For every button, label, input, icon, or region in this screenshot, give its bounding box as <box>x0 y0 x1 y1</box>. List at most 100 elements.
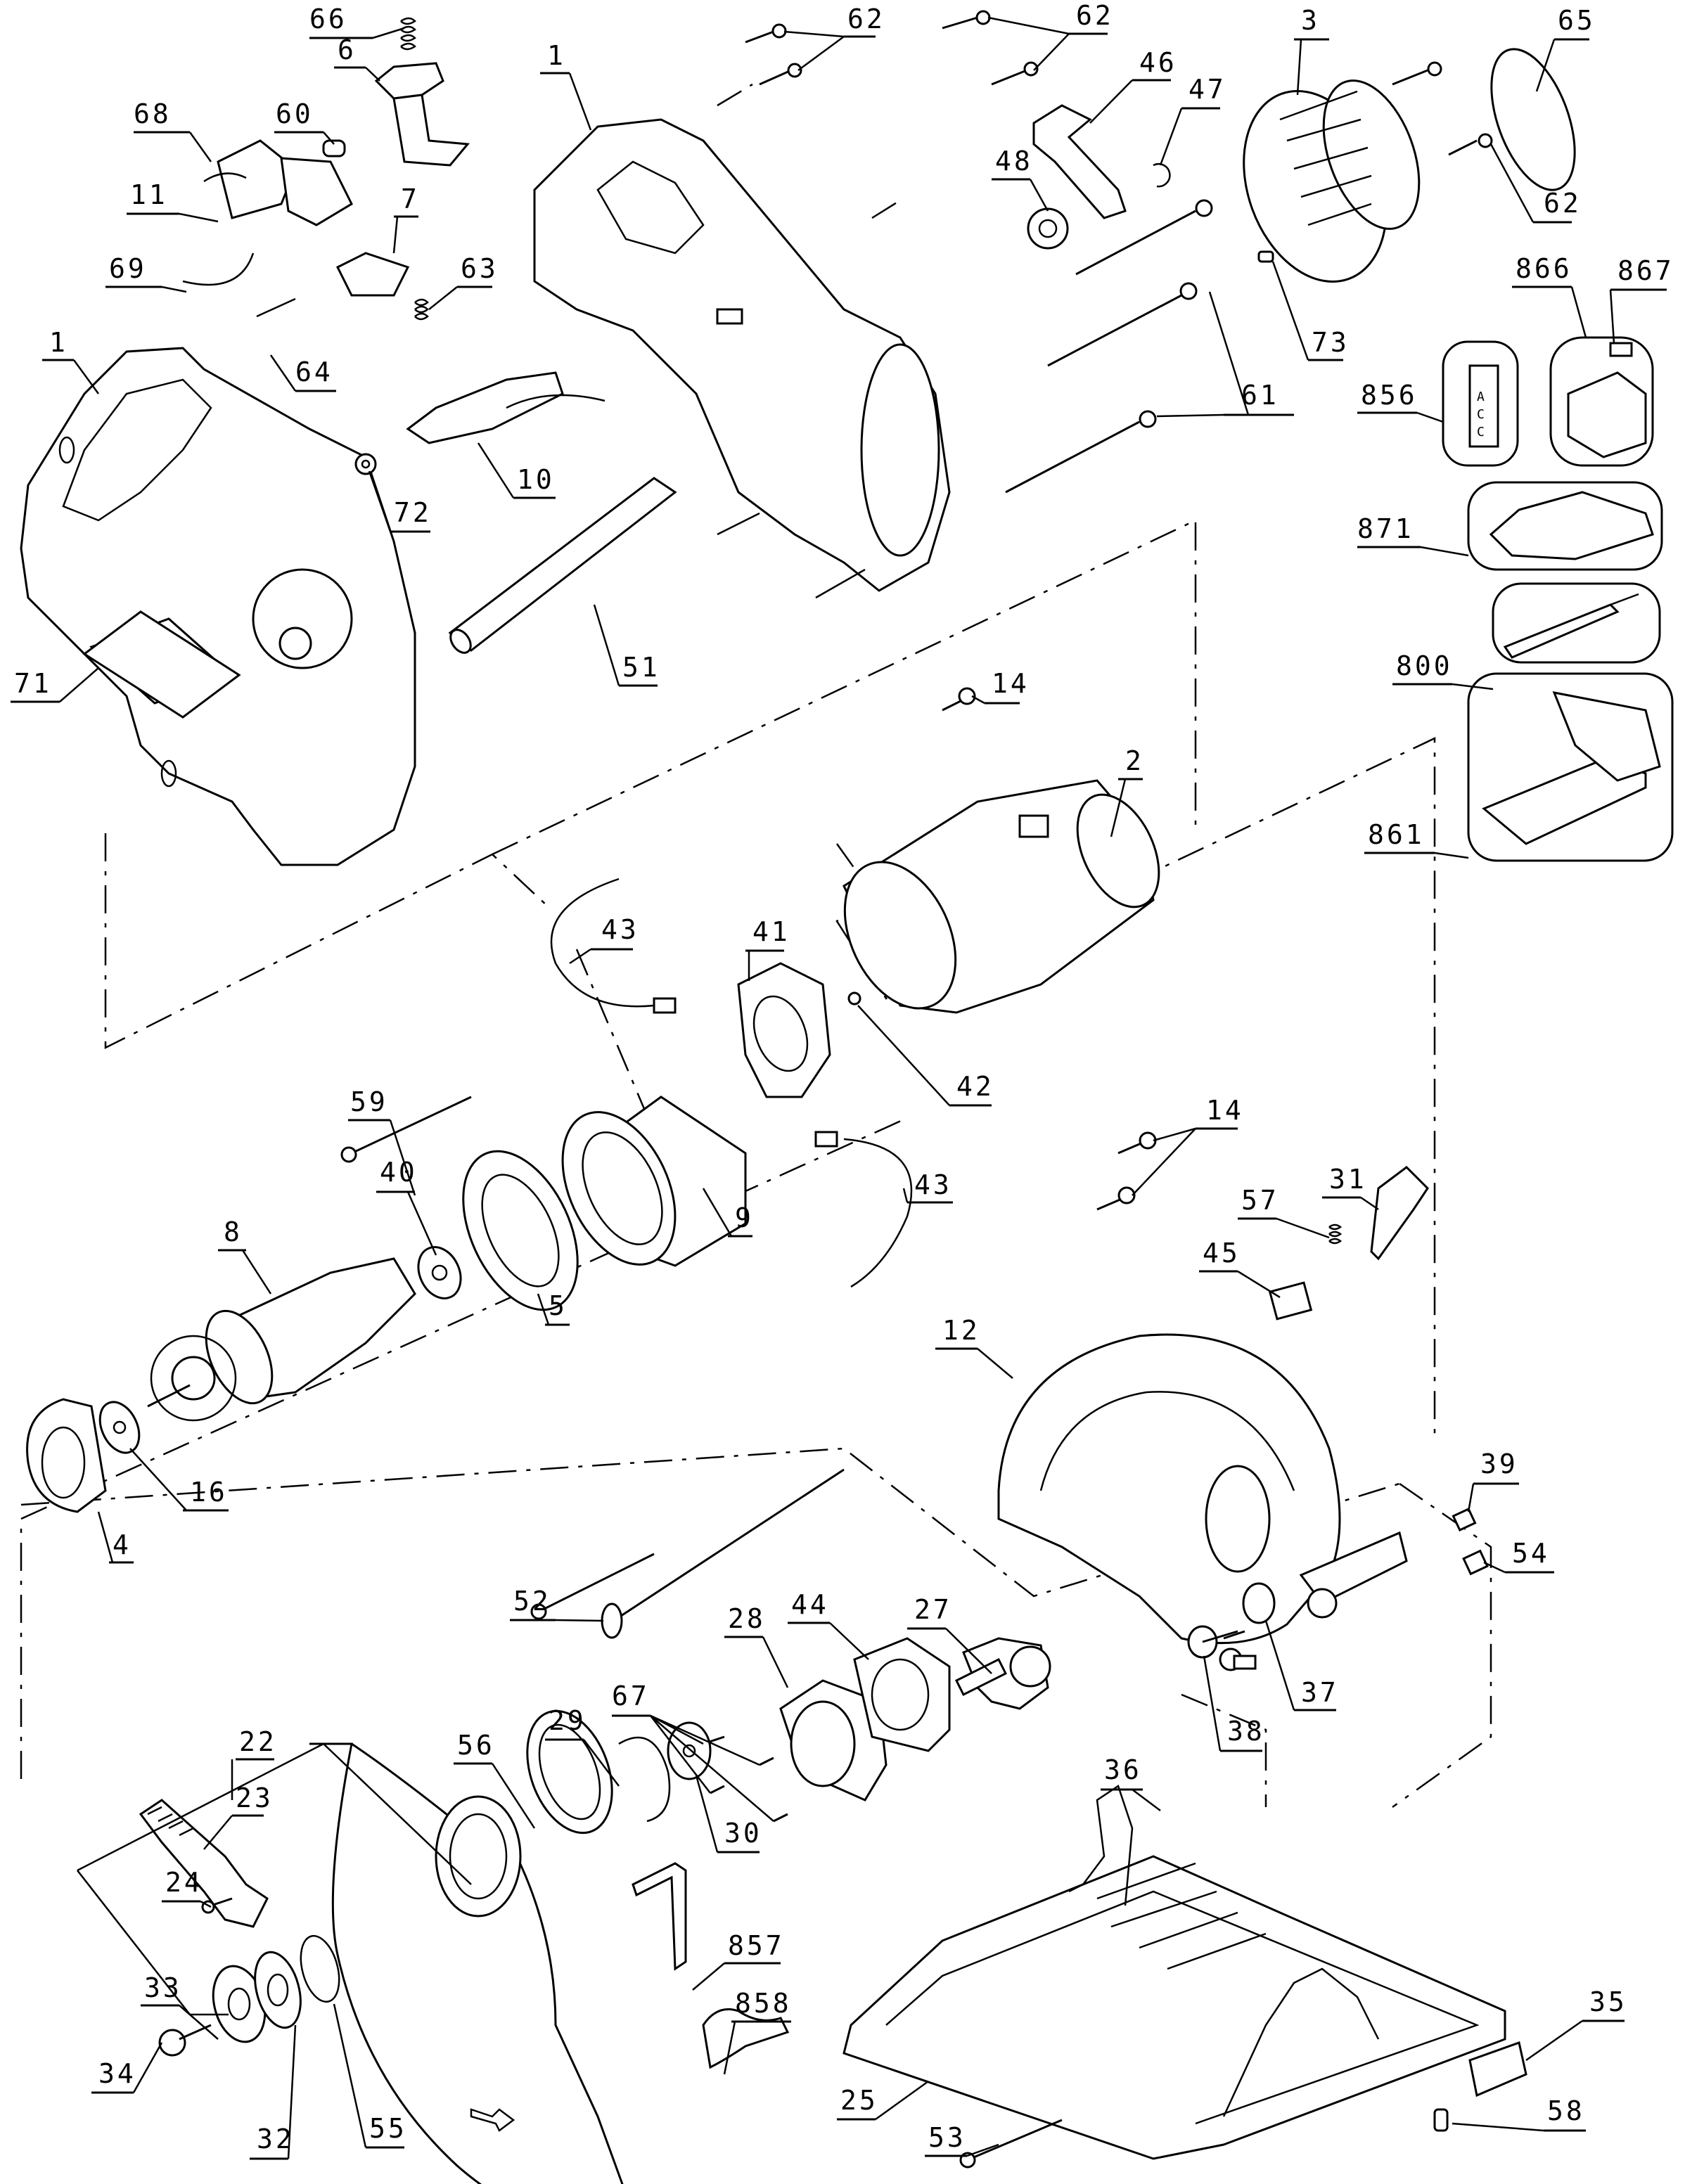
callout-label: 41 <box>752 916 790 947</box>
upper-blade-guard-part <box>997 1333 1408 1645</box>
callout-54: 54 <box>1483 1538 1554 1574</box>
callout-label: 62 <box>1544 188 1582 219</box>
bushing-parts <box>1187 1582 1276 1659</box>
callout-5: 5 <box>537 1290 570 1326</box>
callout-62-a: 62 <box>783 4 885 72</box>
callout-label: 867 <box>1617 255 1674 286</box>
callout-label: 38 <box>1227 1716 1265 1747</box>
callout-label: 22 <box>239 1726 277 1757</box>
callout-61: 61 <box>1156 291 1294 418</box>
callout-4: 4 <box>97 1511 134 1564</box>
callout-label: 40 <box>380 1157 418 1188</box>
callout-12: 12 <box>935 1315 1013 1379</box>
callout-68: 68 <box>134 98 212 162</box>
callout-2: 2 <box>1110 745 1143 837</box>
callout-label: 64 <box>295 356 333 387</box>
callout-1-left: 1 <box>42 327 100 394</box>
callout-label: 62 <box>1076 0 1114 31</box>
callout-label: 33 <box>144 1972 182 2003</box>
screws-14 <box>942 687 1157 1211</box>
gear-case-parts <box>703 1637 1257 1823</box>
callout-53: 53 <box>925 2122 999 2157</box>
callout-label: 800 <box>1396 650 1453 681</box>
screws-group <box>745 10 1493 494</box>
callout-24: 24 <box>162 1867 212 1908</box>
callout-label: 69 <box>109 253 147 284</box>
callout-38: 38 <box>1203 1655 1265 1752</box>
callout-34: 34 <box>91 2042 163 2094</box>
callout-66: 66 <box>309 4 405 39</box>
callout-label: 73 <box>1312 327 1350 358</box>
housing-right-part <box>533 118 951 599</box>
callout-8: 8 <box>218 1216 272 1295</box>
pivot-rod-part <box>601 1468 845 1639</box>
callout-43-bottom: 43 <box>902 1169 953 1204</box>
callout-label: 10 <box>517 464 555 495</box>
accessory-boxes: A C C <box>1442 336 1674 862</box>
callout-label: 68 <box>134 98 172 129</box>
callout-label: 39 <box>1480 1448 1518 1479</box>
callout-65: 65 <box>1535 5 1593 92</box>
callout-52: 52 <box>510 1586 604 1622</box>
callout-56: 56 <box>454 1730 536 1829</box>
callout-9: 9 <box>702 1188 752 1238</box>
callout-856: 856 <box>1357 380 1444 423</box>
callout-label: 67 <box>612 1681 650 1711</box>
spacer-tube-part <box>448 477 677 654</box>
motor-end-cap-part <box>1243 48 1576 283</box>
callout-label: 62 <box>847 4 885 34</box>
callout-36: 36 <box>1101 1754 1161 1811</box>
callout-69: 69 <box>105 253 187 293</box>
callout-40: 40 <box>376 1157 437 1256</box>
spring-ring-bearing <box>526 1709 712 1835</box>
callout-label: 857 <box>728 1930 785 1961</box>
callout-867: 867 <box>1609 255 1674 344</box>
callout-label: 42 <box>956 1071 994 1102</box>
callout-28: 28 <box>724 1603 789 1688</box>
callout-32: 32 <box>250 2024 297 2160</box>
switch-parts <box>182 17 606 475</box>
callout-label: 5 <box>549 1290 568 1321</box>
callout-858: 858 <box>723 1988 792 2075</box>
callout-3: 3 <box>1294 5 1329 96</box>
callout-label: 858 <box>735 1988 792 2019</box>
callout-10: 10 <box>477 442 556 499</box>
callout-label: 51 <box>622 652 660 683</box>
callout-866: 866 <box>1512 253 1587 338</box>
callout-63: 63 <box>428 253 496 310</box>
callout-55: 55 <box>333 2003 404 2149</box>
motor-housing-part <box>842 779 1160 1014</box>
callout-label: 871 <box>1357 513 1414 544</box>
callout-label: 28 <box>728 1603 766 1634</box>
lower-guard-parts <box>139 1742 624 2184</box>
callout-25: 25 <box>837 2080 929 2121</box>
callout-label: 7 <box>401 184 420 214</box>
motor-internal-parts <box>26 1096 747 1620</box>
callout-label: 27 <box>914 1594 952 1625</box>
callout-label: 57 <box>1241 1185 1279 1216</box>
callout-22: 22 <box>77 1726 472 2016</box>
callout-16: 16 <box>129 1448 229 1512</box>
callout-33: 33 <box>141 1972 219 2040</box>
shoe-base-part <box>842 1785 1527 2169</box>
callout-29: 29 <box>545 1705 620 1787</box>
housing-left-part <box>20 347 416 866</box>
callout-51: 51 <box>593 604 660 687</box>
callout-46: 46 <box>1089 47 1174 124</box>
callout-label: 35 <box>1589 1986 1627 2017</box>
callout-30: 30 <box>695 1775 762 1854</box>
callout-861: 861 <box>1364 819 1469 859</box>
hex-wrench-and-wing-nut <box>632 1862 790 2069</box>
callout-800: 800 <box>1392 650 1494 690</box>
callout-14-top: 14 <box>971 668 1027 705</box>
callout-41: 41 <box>745 916 790 981</box>
callout-62-c: 62 <box>1489 143 1582 224</box>
callout-label: 47 <box>1189 74 1226 105</box>
callout-label: 56 <box>457 1730 495 1761</box>
callout-23: 23 <box>203 1782 271 1850</box>
callout-label: 32 <box>257 2124 295 2154</box>
callout-64: 64 <box>269 354 336 392</box>
callout-71: 71 <box>11 667 99 703</box>
callout-857: 857 <box>692 1930 785 1991</box>
callout-label: 30 <box>724 1818 762 1849</box>
